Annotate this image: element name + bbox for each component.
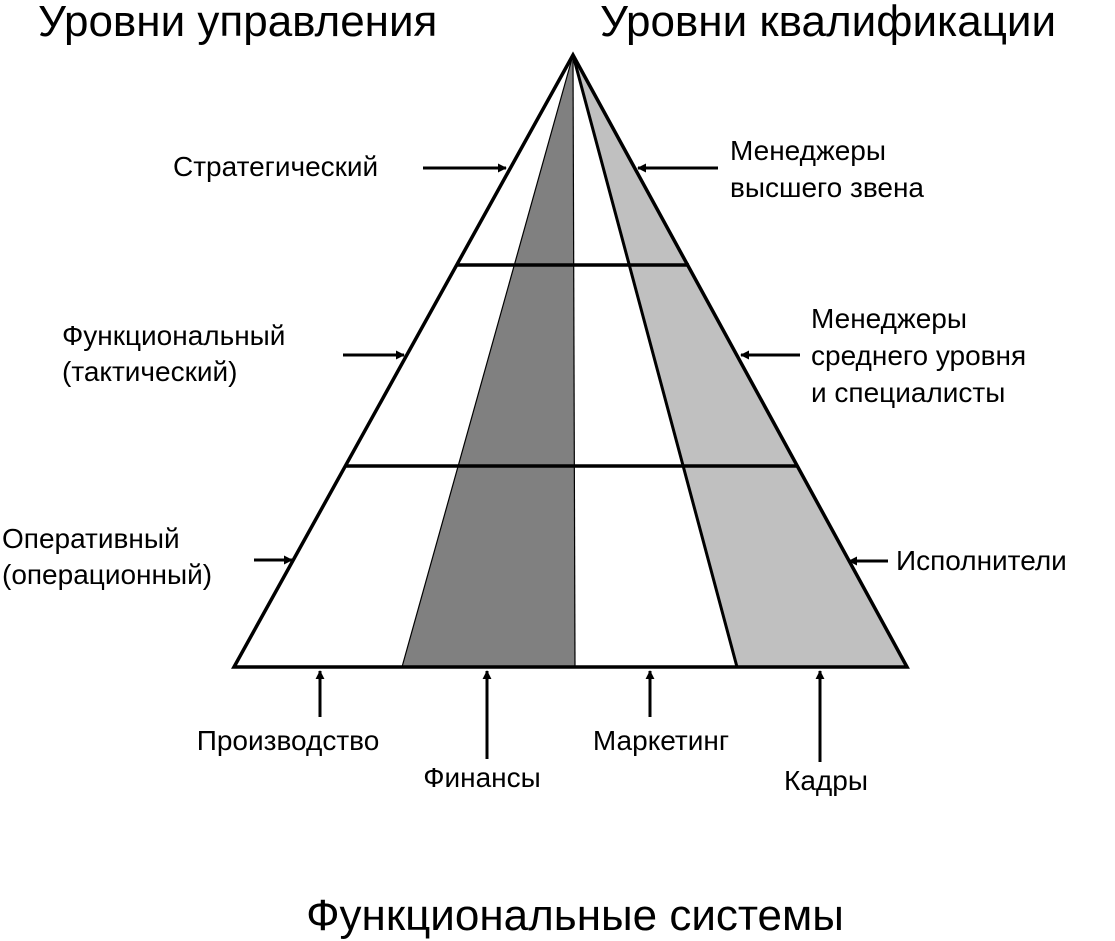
qual-executors-label: Исполнители xyxy=(896,545,1067,576)
management-levels-heading: Уровни управления xyxy=(38,0,437,46)
system-finance-label: Финансы xyxy=(423,762,541,793)
qual-middle-managers-sublabel-2: и специалисты xyxy=(811,377,1005,408)
system-hr-label: Кадры xyxy=(784,765,868,796)
qual-top-managers-label: Менеджеры xyxy=(730,135,886,166)
level-functional-label: Функциональный xyxy=(62,320,285,351)
level-strategic-label: Стратегический xyxy=(173,151,378,182)
level-operational-label: Оперативный xyxy=(2,523,180,554)
level-operational-sublabel: (операционный) xyxy=(2,559,212,590)
level-functional-sublabel: (тактический) xyxy=(62,356,237,387)
center-divider xyxy=(572,54,576,668)
qual-middle-managers-label: Менеджеры xyxy=(811,303,967,334)
system-production-label: Производство xyxy=(197,725,380,756)
qualification-levels-heading: Уровни квалификации xyxy=(600,0,1056,46)
functional-systems-heading: Функциональные системы xyxy=(306,891,844,940)
finance-edge-left xyxy=(401,54,574,668)
qual-top-managers-sublabel: высшего звена xyxy=(730,172,924,203)
pyramid-outline xyxy=(231,51,910,669)
qual-middle-managers-sublabel: среднего уровня xyxy=(811,340,1026,371)
system-marketing-label: Маркетинг xyxy=(593,725,729,756)
hr-edge-left xyxy=(571,54,739,668)
